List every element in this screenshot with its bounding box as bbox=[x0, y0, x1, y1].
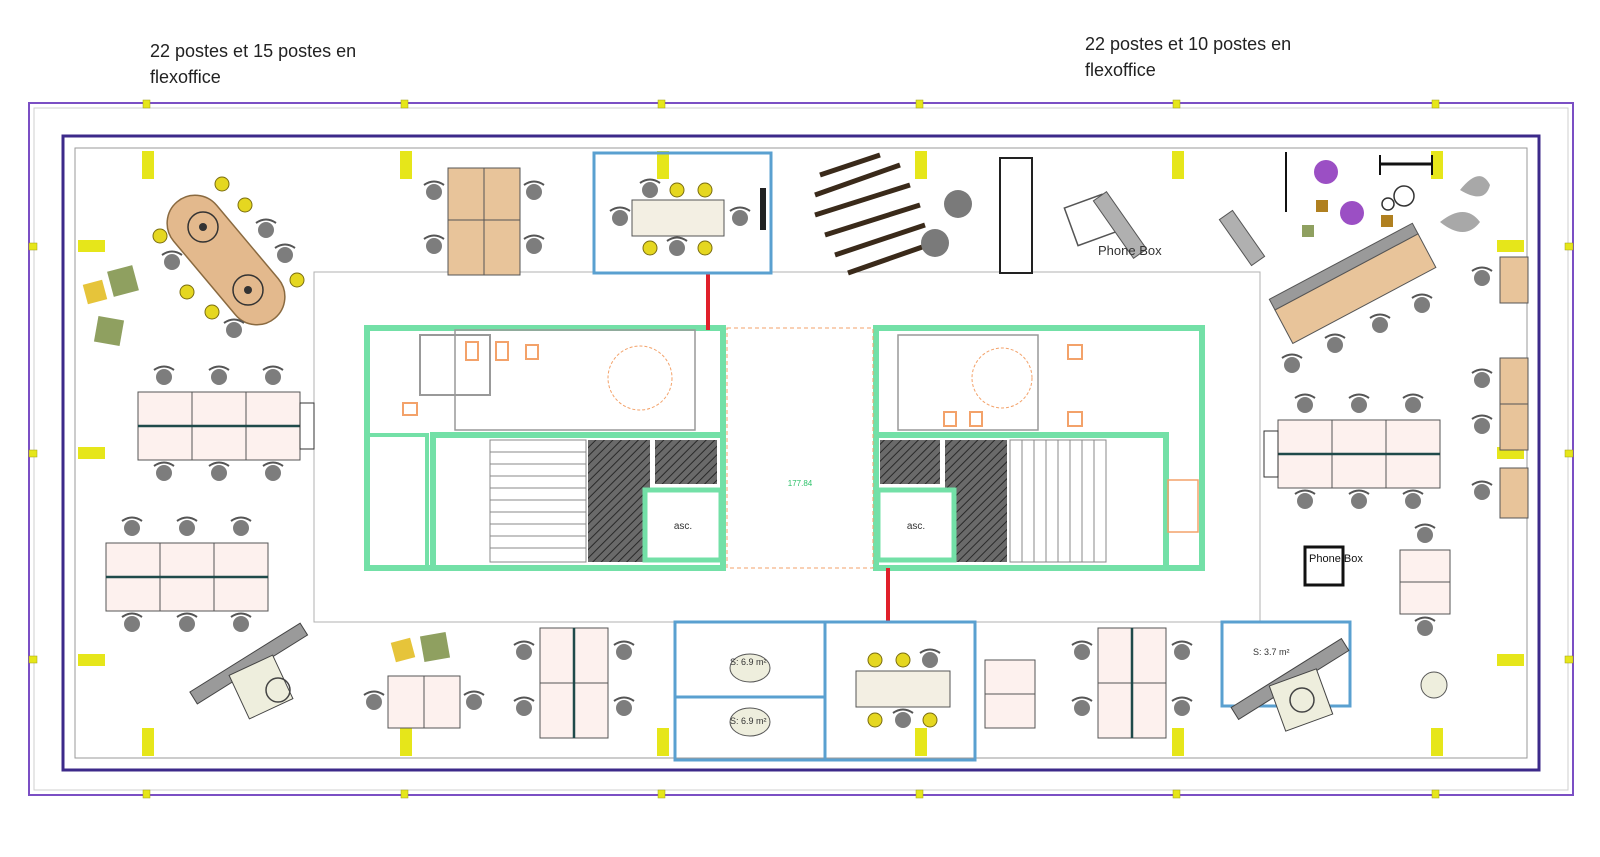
door-red-top bbox=[706, 272, 710, 330]
elevator-right-label: asc. bbox=[907, 521, 925, 532]
central-hall bbox=[726, 327, 874, 569]
wall-desks-right bbox=[1499, 256, 1529, 519]
deco-top-right bbox=[1285, 152, 1490, 237]
building-wall-inner bbox=[74, 147, 1528, 759]
desk-bank-left-1 bbox=[137, 391, 301, 461]
room-bottom-right bbox=[1220, 620, 1352, 732]
lounge-top-left bbox=[82, 265, 139, 347]
desk-block-bottom-2 bbox=[984, 659, 1036, 729]
frame-markers bbox=[28, 99, 1574, 799]
top-meeting-room bbox=[592, 151, 773, 275]
room-area-1: S: 6.9 m² bbox=[730, 657, 767, 667]
lounge-table-bottom-left bbox=[228, 654, 294, 720]
desk-block-bottom-1 bbox=[539, 627, 609, 739]
outer-frame bbox=[28, 102, 1574, 796]
wood-table-top-left bbox=[152, 176, 305, 339]
desk-pair-bottom bbox=[387, 675, 461, 729]
pillars bbox=[78, 151, 1524, 756]
room-area-3: S: 3.7 m² bbox=[1253, 647, 1290, 657]
desk-bank-left-2 bbox=[105, 542, 269, 612]
core-area-label: 177.84 bbox=[788, 479, 813, 488]
slat-lounge bbox=[814, 152, 929, 276]
diagonal-bench-right bbox=[1268, 222, 1437, 345]
phone-box-top-label: Phone Box bbox=[1098, 243, 1162, 258]
core-right bbox=[873, 325, 1205, 571]
elevator-left-label: asc. bbox=[674, 521, 692, 532]
core-left bbox=[364, 325, 726, 571]
room-area-2: S: 6.9 m² bbox=[730, 716, 767, 726]
lounge-bottom-squares bbox=[390, 631, 451, 663]
caption-left: 22 postes et 15 postes en flexoffice bbox=[150, 41, 357, 87]
caption-right: 22 postes et 10 postes en flexoffice bbox=[1085, 34, 1292, 80]
outer-frame-inner bbox=[33, 107, 1569, 791]
door-red-bottom bbox=[886, 568, 890, 622]
desk-single-right bbox=[1399, 549, 1451, 615]
phone-box-right-label: Phone Box bbox=[1309, 553, 1363, 565]
desk-cluster-top bbox=[447, 167, 521, 276]
phone-box-top bbox=[1063, 191, 1266, 267]
desk-bank-right bbox=[1277, 419, 1441, 489]
desk-block-bottom-3 bbox=[1097, 627, 1167, 739]
meeting-room-bottom bbox=[823, 620, 977, 762]
phone-box-right bbox=[1303, 545, 1345, 587]
